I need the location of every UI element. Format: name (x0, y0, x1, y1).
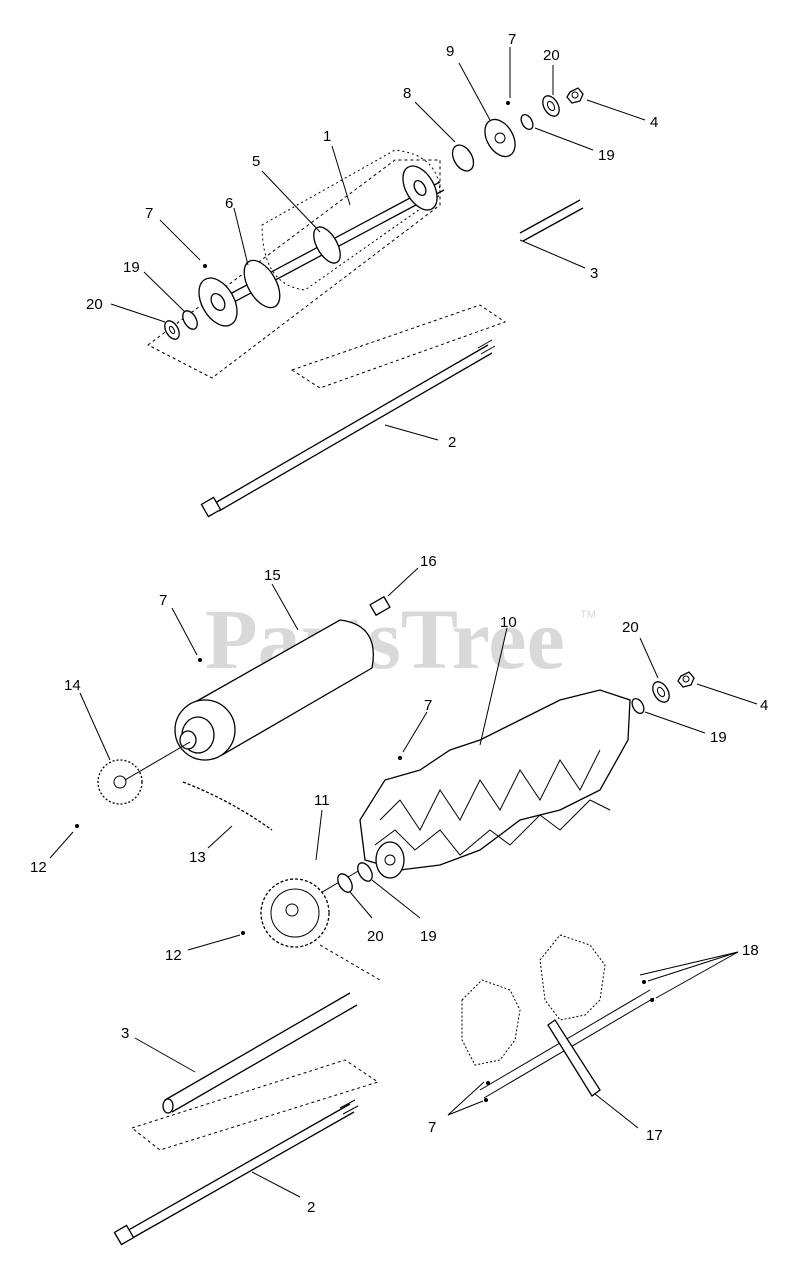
bottom-leaders (49, 567, 758, 1198)
top-assembly (147, 87, 584, 518)
bottom-callout-labels: 16 15 7 10 20 4 14 19 7 11 12 13 20 19 1… (30, 553, 768, 1216)
callout-17: 17 (646, 1127, 663, 1144)
callout-18: 18 (742, 942, 759, 959)
watermark-tm: TM (580, 609, 596, 621)
callout-20-top-left: 20 (86, 296, 103, 313)
callout-10: 10 (500, 614, 517, 631)
callout-20-bottom-right: 20 (622, 619, 639, 636)
callout-19-top-right: 19 (598, 147, 615, 164)
callout-3-top: 3 (590, 265, 598, 282)
callout-16: 16 (420, 553, 437, 570)
callout-20-bottom: 20 (367, 928, 384, 945)
callout-7-drum: 7 (159, 592, 167, 609)
callout-20-top: 20 (543, 47, 560, 64)
callout-12-bottom: 12 (165, 947, 182, 964)
callout-8: 8 (403, 85, 411, 102)
callout-11: 11 (314, 792, 330, 809)
callout-19-bottom: 19 (420, 928, 437, 945)
callout-4-top: 4 (650, 114, 658, 131)
top-leaders (110, 47, 646, 441)
callout-19-top-left: 19 (123, 259, 140, 276)
callout-7-top: 7 (508, 31, 516, 48)
bottom-assembly (75, 595, 695, 1246)
callout-4-bottom: 4 (760, 697, 768, 714)
callout-2-top: 2 (448, 434, 456, 451)
callout-2-bottom: 2 (307, 1199, 315, 1216)
callout-5: 5 (252, 153, 260, 170)
callout-6: 6 (225, 195, 233, 212)
callout-3-bottom: 3 (121, 1025, 129, 1042)
callout-7-top-left: 7 (145, 205, 153, 222)
callout-19-bottom-right: 19 (710, 729, 727, 746)
top-callout-labels: 7 9 20 4 8 19 1 5 7 6 3 19 20 2 (86, 31, 658, 451)
callout-7-reel: 7 (424, 697, 432, 714)
callout-1: 1 (323, 128, 331, 145)
callout-9: 9 (446, 43, 454, 60)
callout-15: 15 (264, 567, 281, 584)
callout-14: 14 (64, 677, 81, 694)
callout-7-tine: 7 (428, 1119, 436, 1136)
callout-13: 13 (189, 849, 206, 866)
callout-12-left: 12 (30, 859, 47, 876)
